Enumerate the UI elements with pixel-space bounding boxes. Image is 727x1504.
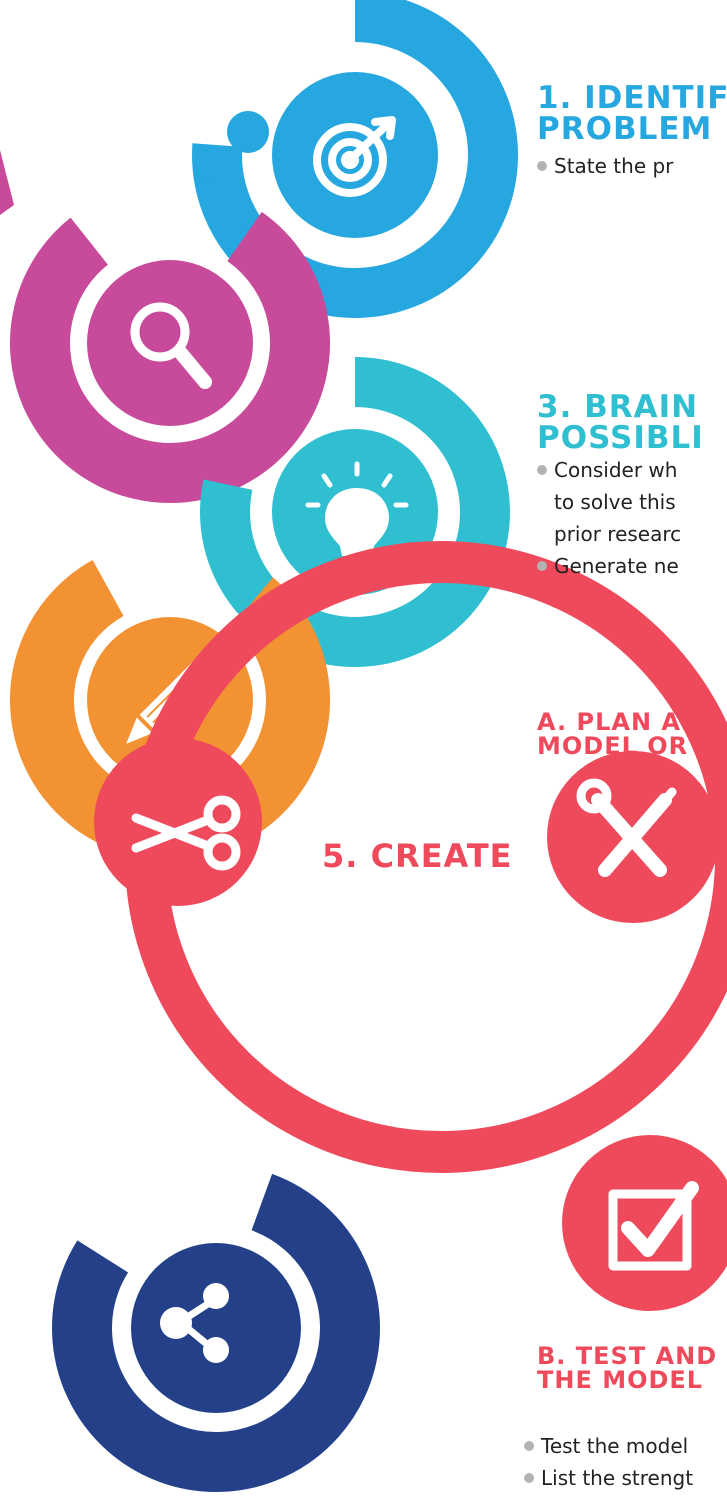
step1-heading-line2: PROBLEM: [537, 111, 713, 147]
step3-bullet-2: Generate ne: [537, 550, 681, 582]
step1-dot-1: [227, 111, 269, 153]
step5b-bubble: [562, 1135, 727, 1311]
bullet-line: Consider wh: [554, 458, 678, 482]
step6-core: [131, 1243, 301, 1413]
step1-dot-3: [203, 174, 215, 186]
step3-heading: 3. BRAIN POSSIBLI: [537, 392, 704, 454]
step6-dot-3: [305, 1362, 355, 1412]
step3-ring: [200, 357, 510, 667]
step5b-heading: B. TEST AND THE MODEL: [537, 1344, 717, 1392]
bullet-line: Test the model: [541, 1434, 689, 1458]
step5b-bullet-1: Test the model: [524, 1430, 693, 1462]
step5b-bullets: Test the model List the strengt: [524, 1430, 693, 1494]
step5-node: [94, 541, 727, 1311]
step5b-heading-line2: THE MODEL: [537, 1366, 704, 1394]
share-icon: [160, 1283, 229, 1363]
step5a-heading-line2: MODEL OR: [537, 732, 689, 760]
step4-ring: [10, 540, 330, 860]
step1-node: [192, 0, 518, 318]
checkbox-icon: [608, 1181, 699, 1271]
bullet-line: State the pr: [554, 154, 674, 178]
step5a-heading-line1: A. PLAN AN: [537, 708, 703, 736]
step5a-heading: A. PLAN AN MODEL OR: [537, 710, 702, 758]
bullet-line: to solve this: [554, 490, 676, 514]
step1-bullet: State the pr: [537, 150, 673, 182]
step1-dot-2: [216, 149, 234, 167]
step1-heading-line1: 1. IDENTIF: [537, 80, 727, 116]
step3-heading-line2: POSSIBLI: [537, 420, 704, 456]
step5b-heading-line1: B. TEST AND: [537, 1342, 718, 1370]
step1-bullets: State the pr: [537, 150, 673, 182]
magenta-corner-shape: [0, 150, 14, 215]
step2-ring: [10, 183, 330, 503]
step6-node: [52, 1164, 380, 1492]
step3-bullet-1: Consider wh to solve this prior researc: [537, 454, 681, 550]
step6-dot-2: [348, 1320, 374, 1346]
magnifier-icon: [130, 302, 212, 389]
bullet-line: Generate ne: [554, 554, 679, 578]
step5b-bullet-2: List the strengt: [524, 1462, 693, 1494]
step1-heading: 1. IDENTIF PROBLEM: [537, 83, 727, 145]
target-icon: [313, 116, 396, 197]
step6-dot-1: [342, 1299, 354, 1311]
step5-label: 5. CREATE: [322, 837, 513, 875]
step3-bullets: Consider wh to solve this prior researc …: [537, 454, 681, 582]
step3-heading-line1: 3. BRAIN: [537, 389, 699, 425]
tools-icon: [576, 778, 677, 877]
scissors-icon: [131, 795, 241, 871]
step2-core: [87, 260, 253, 426]
step2-node: [10, 183, 330, 503]
bullet-line: List the strengt: [541, 1466, 694, 1490]
bullet-line: prior researc: [554, 522, 682, 546]
